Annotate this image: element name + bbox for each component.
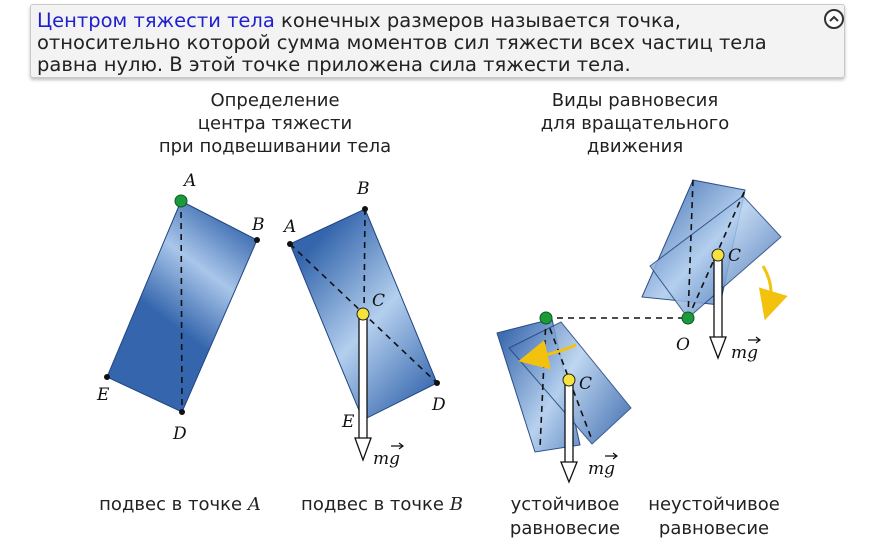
caption-stable-line-1: устойчивое	[510, 494, 620, 515]
label-d-right: D	[431, 395, 446, 415]
caption-suspend-b-point: B	[449, 494, 463, 515]
label-e-left: E	[96, 385, 110, 405]
label-a-left: A	[182, 171, 196, 191]
caption-stable-line-2: равновесие	[509, 518, 621, 539]
definition-body: конечных размеров называется точка, отно…	[37, 9, 767, 76]
caption-suspend-a-text: подвес в точке	[99, 494, 248, 515]
caption-suspend-a: подвес в точке A	[70, 493, 290, 517]
definition-text: Центром тяжести тела конечных размеров н…	[37, 10, 827, 76]
label-force-unstable: mg	[731, 343, 758, 363]
heading-right-line-1: Виды равновесия	[551, 90, 719, 111]
caption-suspend-a-point: A	[247, 494, 261, 515]
rectangle-suspended-at-b: B A C D E mg	[282, 179, 446, 469]
label-e-right: E	[341, 412, 355, 432]
label-b-right: B	[356, 179, 370, 199]
definition-term: Центром тяжести тела	[37, 9, 275, 32]
caption-unstable-line-1: неустойчивое	[648, 494, 780, 515]
label-o: O	[676, 335, 690, 355]
heading-left-line-2: центра тяжести	[197, 113, 353, 134]
heading-left: Определение центра тяжести при подвешива…	[135, 89, 415, 158]
label-c-right: C	[372, 291, 385, 311]
definition-banner: Центром тяжести тела конечных размеров н…	[30, 4, 845, 78]
label-force-stable: mg	[588, 459, 615, 479]
label-c-stable: C	[579, 374, 592, 394]
rectangle-suspended-at-a: A B D E	[96, 171, 265, 444]
label-c-unstable: C	[728, 246, 741, 266]
label-b-left: B	[251, 215, 265, 235]
label-d-left: D	[172, 424, 187, 444]
caption-suspend-b: подвес в точке B	[272, 493, 492, 517]
stable-equilibrium-figure: C mg	[496, 311, 632, 484]
unstable-equilibrium-figure: C O mg	[641, 179, 788, 363]
heading-right-line-3: движения	[586, 136, 684, 157]
collapse-chevron-up-icon[interactable]	[824, 9, 844, 29]
heading-right: Виды равновесия для вращательного движен…	[515, 89, 755, 158]
caption-suspend-b-text: подвес в точке	[301, 494, 450, 515]
caption-unstable: неустойчивое равновесие	[634, 493, 794, 541]
heading-left-line-1: Определение	[210, 90, 340, 111]
caption-unstable-line-2: равновесие	[658, 518, 770, 539]
caption-stable: устойчивое равновесие	[490, 493, 640, 541]
label-a-right: A	[282, 217, 296, 237]
heading-right-line-2: для вращательного	[540, 113, 730, 134]
heading-left-line-3: при подвешивании тела	[158, 136, 392, 157]
label-force-b: mg	[373, 449, 400, 469]
